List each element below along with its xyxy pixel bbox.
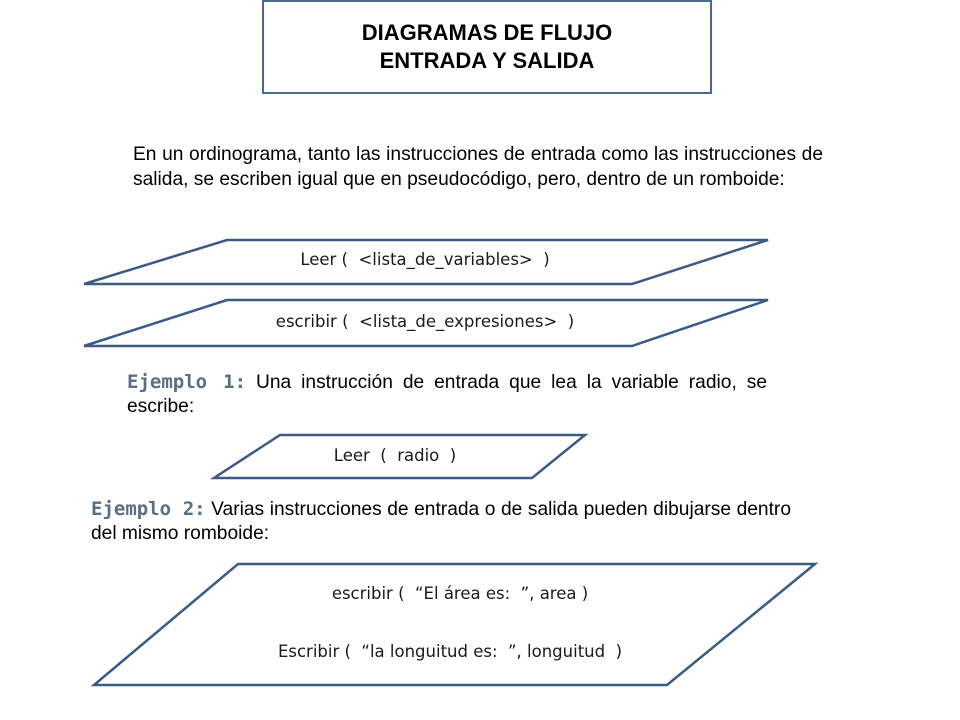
escribir-longitud-label: Escribir ( “la longuitud es: ”, longuitu… bbox=[277, 642, 623, 661]
intro-paragraph: En un ordinograma, tanto las instruccion… bbox=[133, 144, 823, 190]
escribir-multi-shape bbox=[90, 562, 819, 687]
example-2-label: Ejemplo 2: bbox=[91, 498, 206, 520]
leer-general-shape bbox=[83, 238, 769, 286]
title-line-1: DIAGRAMAS DE FLUJO bbox=[361, 20, 613, 45]
title-box: DIAGRAMAS DE FLUJO ENTRADA Y SALIDA bbox=[262, 0, 712, 94]
example-1-label: Ejemplo 1: bbox=[127, 371, 247, 393]
title-line-2: ENTRADA Y SALIDA bbox=[379, 48, 595, 73]
example-1-text: Una instrucción de entrada que lea la va… bbox=[127, 372, 767, 417]
example-2-text: Varias instrucciones de entrada o de sal… bbox=[91, 499, 791, 544]
escribir-general-shape bbox=[83, 298, 769, 348]
leer-radio-label: Leer ( radio ) bbox=[333, 446, 457, 465]
example-2: Ejemplo 2: Varias instrucciones de entra… bbox=[91, 497, 791, 546]
leer-radio-shape bbox=[209, 433, 589, 480]
example-1: Ejemplo 1: Una instrucción de entrada qu… bbox=[127, 370, 767, 419]
escribir-general-label: escribir ( <lista_de_expresiones> ) bbox=[275, 312, 575, 331]
leer-general-label: Leer ( <lista_de_variables> ) bbox=[300, 250, 550, 269]
escribir-area-label: escribir ( “El área es: ”, area ) bbox=[331, 584, 589, 603]
